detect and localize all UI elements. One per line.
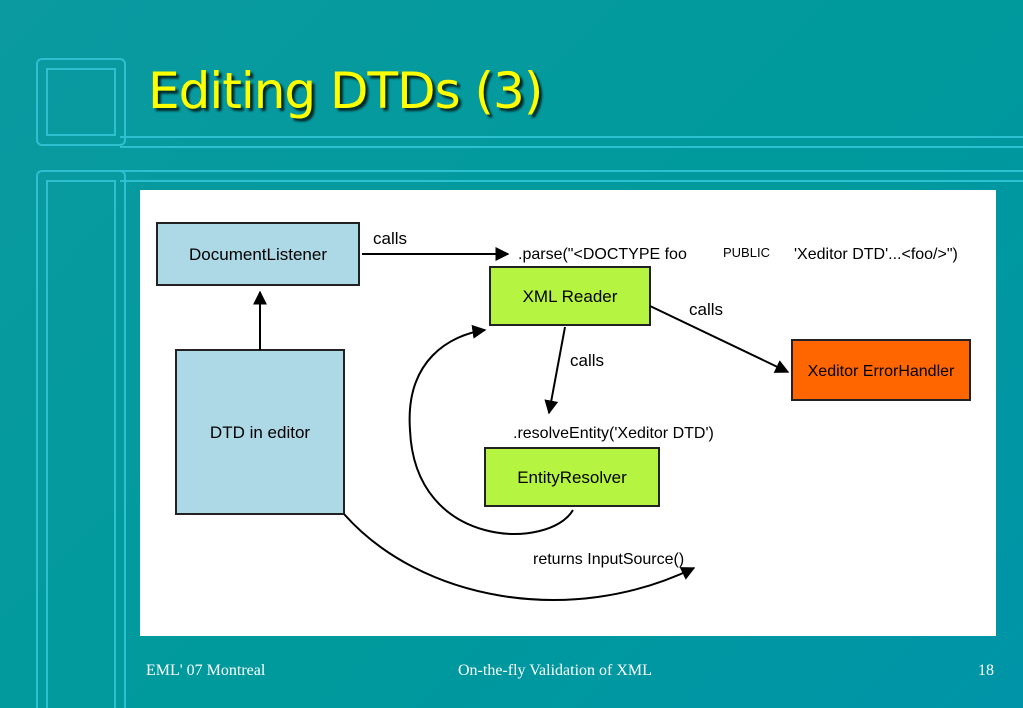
flow-diagram: DocumentListener DTD in editor XML Reade… [156, 222, 971, 601]
diagram-panel: DocumentListener DTD in editor XML Reade… [140, 190, 996, 636]
arrow-reader-to-handler [649, 305, 790, 373]
footer-conference: EML' 07 Montreal [146, 662, 266, 679]
decorative-frame-top-inner [46, 68, 116, 136]
slide-title: Editing DTDs (3) [148, 62, 543, 120]
parse-public-keyword: PUBLIC [723, 245, 770, 260]
parse-call-start: .parse("<DOCTYPE foo [518, 246, 687, 263]
decorative-frame-top [36, 58, 126, 146]
document-listener-box [156, 222, 360, 286]
resolve-entity-call: .resolveEntity('Xeditor DTD') [513, 425, 714, 442]
arrow-resolver-loop-to-reader [408, 324, 574, 535]
error-handler-label: Xeditor ErrorHandler [808, 363, 955, 380]
content-rule [120, 170, 1023, 182]
arrow-dtd-to-inputsource [343, 513, 696, 601]
xml-reader-box [489, 266, 651, 326]
entity-resolver-label: EntityResolver [517, 468, 627, 487]
arrow-reader-to-resolver [544, 326, 566, 415]
footer-page-number: 18 [978, 662, 994, 679]
parse-call-end: 'Xeditor DTD'...<foo/>") [794, 246, 958, 263]
title-rule [120, 136, 1023, 148]
decorative-frame-left-inner [46, 180, 116, 708]
decorative-frame-left [36, 170, 126, 708]
entity-resolver-box [484, 447, 660, 507]
returns-inputsource-label: returns InputSource() [533, 551, 684, 568]
xml-reader-label: XML Reader [523, 287, 618, 306]
document-listener-label: DocumentListener [189, 245, 327, 264]
error-handler-box [791, 339, 971, 401]
dtd-in-editor-box [175, 349, 345, 515]
calls-label-handler: calls [689, 300, 723, 319]
footer-talk-title: On-the-fly Validation of XML [458, 662, 652, 679]
dtd-in-editor-label: DTD in editor [210, 423, 310, 442]
calls-label-top: calls [373, 229, 407, 248]
calls-label-resolver: calls [570, 351, 604, 370]
